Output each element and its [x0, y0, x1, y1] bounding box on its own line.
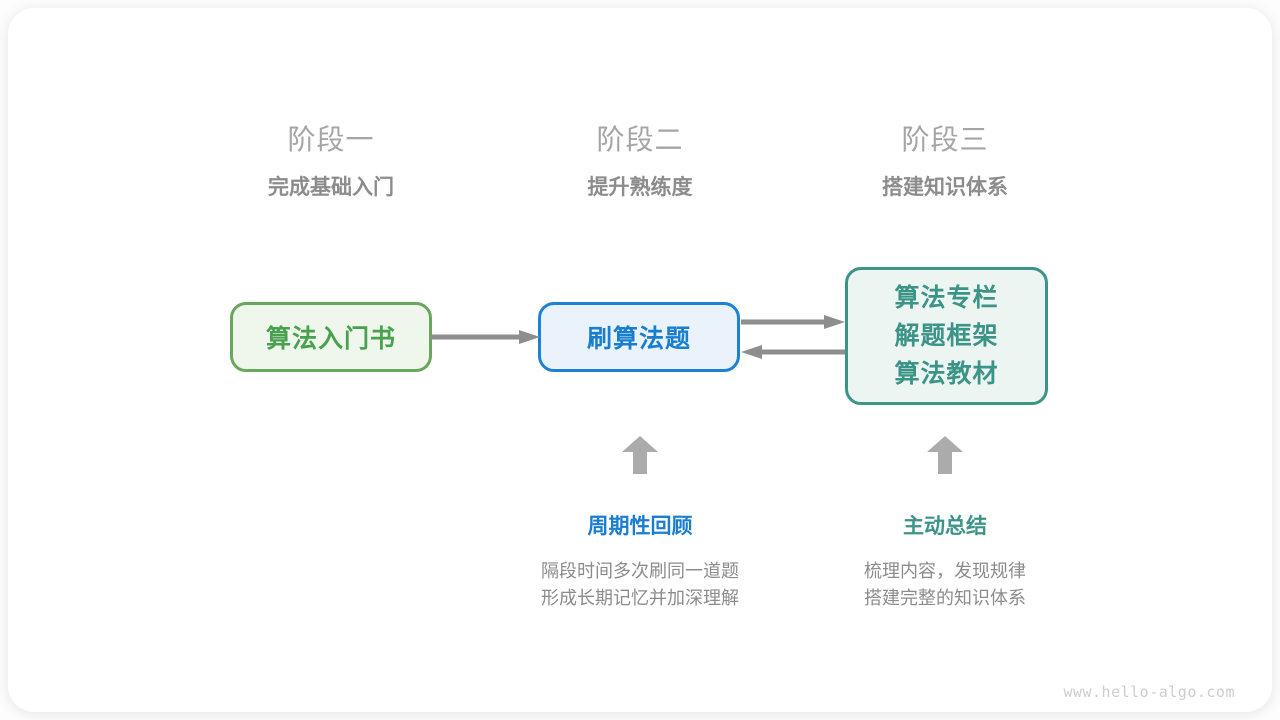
stage-3-subtitle: 搭建知识体系 [882, 176, 1008, 199]
stage-3-title: 阶段三 [901, 124, 989, 155]
practice-label: 刷算法题 [586, 325, 691, 353]
practice-box: 刷算法题 [538, 302, 740, 372]
stage-2-title: 阶段二 [596, 124, 684, 155]
arrow-up-icon [927, 436, 963, 474]
arrow-up-icon [622, 436, 658, 474]
arrow-right-icon [430, 330, 540, 344]
resources-box: 算法专栏 解题框架 算法教材 [845, 267, 1048, 405]
resources-line-1: 算法专栏 [894, 284, 999, 312]
active-summary-desc-line-1: 梳理内容，发现规律 [864, 561, 1026, 581]
watermark: www.hello-algo.com [1063, 683, 1235, 701]
intro-book-box: 算法入门书 [230, 302, 432, 372]
resources-line-3: 算法教材 [894, 360, 999, 388]
resources-line-2: 解题框架 [894, 322, 999, 350]
stage-1-title: 阶段一 [287, 124, 375, 155]
stage-2-subtitle: 提升熟练度 [587, 176, 693, 199]
stage-1-header: 阶段一 完成基础入门 [206, 122, 456, 202]
periodic-review-desc-line-2: 形成长期记忆并加深理解 [541, 588, 739, 608]
periodic-review-label: 周期性回顾 [587, 515, 693, 538]
periodic-review-desc-line-1: 隔段时间多次刷同一道题 [541, 561, 739, 581]
intro-book-label: 算法入门书 [265, 325, 396, 353]
active-summary-desc: 梳理内容，发现规律 搭建完整的知识体系 [795, 558, 1095, 612]
active-summary-label: 主动总结 [903, 515, 987, 538]
periodic-review-desc: 隔段时间多次刷同一道题 形成长期记忆并加深理解 [490, 558, 790, 612]
stage-1-subtitle: 完成基础入门 [268, 176, 394, 199]
stage-2-header: 阶段二 提升熟练度 [515, 122, 765, 202]
arrow-right-icon [741, 315, 845, 329]
arrow-left-icon [741, 345, 845, 359]
active-summary-desc-line-2: 搭建完整的知识体系 [864, 588, 1026, 608]
stage-3-header: 阶段三 搭建知识体系 [820, 122, 1070, 202]
